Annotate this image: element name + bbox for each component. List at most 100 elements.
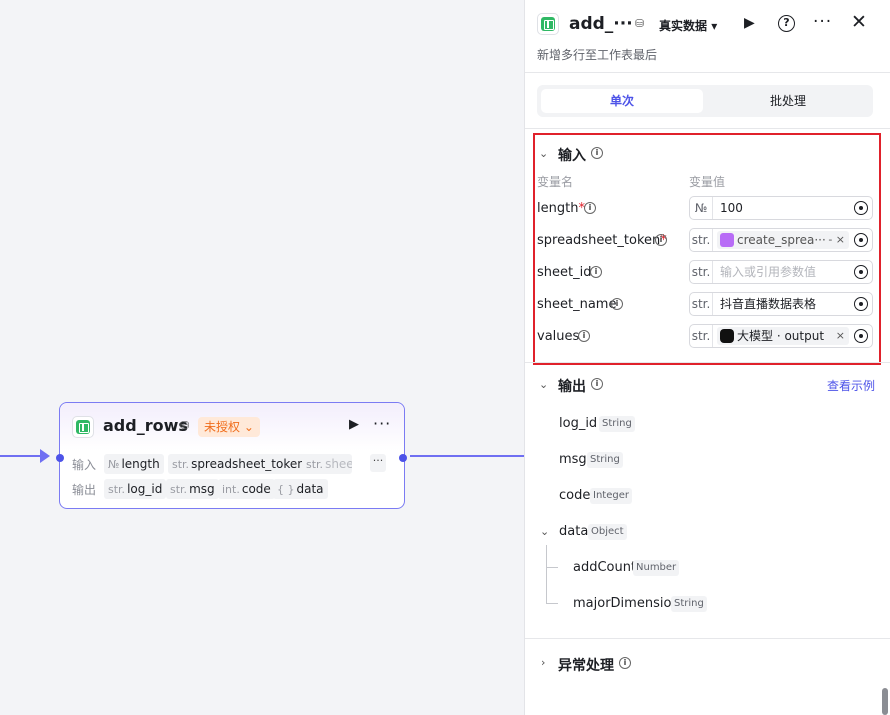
node-config-panel: add_··· ⛁ 真实数据 ▾ ▶ ? ··· ✕ 新增多行至工作表最后 单次…	[524, 0, 890, 715]
spreadsheet-app-icon	[72, 416, 94, 438]
panel-description: 新增多行至工作表最后	[537, 48, 658, 62]
node-output-chip: int.code	[218, 479, 275, 499]
node-more-icon[interactable]: ···	[373, 414, 392, 433]
info-icon[interactable]: i	[591, 147, 603, 159]
run-mode-tabs: 单次 批处理	[537, 85, 873, 117]
output-port[interactable]	[399, 454, 407, 462]
field-name-sheet-id: sheet_id	[537, 265, 592, 280]
close-icon[interactable]: ✕	[851, 11, 867, 33]
variable-reference-tag[interactable]: create_sprea··· - ×	[717, 231, 849, 249]
chevron-down-icon[interactable]: ⌄	[540, 525, 550, 538]
output-field-type: String	[599, 416, 635, 432]
output-field-type: Object	[588, 524, 627, 540]
run-node-icon[interactable]: ▶	[349, 417, 359, 432]
tab-single[interactable]: 单次	[541, 89, 703, 113]
input-divider	[525, 362, 890, 363]
info-icon[interactable]: i	[584, 202, 596, 214]
output-field-type: Integer	[590, 488, 632, 504]
field-value: 抖音直播数据表格	[720, 297, 817, 311]
incoming-edge	[0, 455, 48, 457]
clear-reference-icon[interactable]: - ×	[828, 233, 845, 246]
auth-status-badge[interactable]: 未授权 ⌄	[198, 417, 260, 437]
run-icon[interactable]: ▶	[744, 15, 755, 31]
chevron-down-icon[interactable]: ⌄	[539, 147, 549, 160]
view-example-link[interactable]: 查看示例	[827, 379, 876, 393]
node-input-chip: str.spreadsheet_token	[168, 454, 309, 474]
type-label: str.	[690, 229, 713, 251]
variable-ref-icon[interactable]	[854, 329, 868, 343]
create-spreadsheet-node-icon	[720, 233, 734, 247]
info-icon[interactable]: i	[578, 330, 590, 342]
length-input[interactable]: № 100	[689, 196, 873, 220]
exception-section-title[interactable]: 异常处理	[558, 658, 614, 674]
panel-title[interactable]: add_···	[569, 14, 633, 34]
tree-line	[546, 545, 547, 603]
type-label: str.	[690, 293, 713, 315]
help-icon[interactable]: ?	[778, 15, 795, 32]
node-input-label: 输入	[72, 458, 97, 472]
node-output-chip: str.log_id	[104, 479, 167, 499]
clear-reference-icon[interactable]: ×	[835, 329, 845, 342]
variable-reference-tag[interactable]: 大模型 · output ×	[717, 327, 849, 345]
variable-ref-icon[interactable]	[854, 201, 868, 215]
node-input-chip: str.sheet	[302, 454, 352, 474]
chevron-down-icon[interactable]: ⌄	[539, 378, 549, 391]
output-field-type: String	[671, 596, 707, 612]
type-label: №	[690, 197, 713, 219]
output-field-name: log_id	[559, 416, 598, 431]
output-field-type: Number	[633, 560, 680, 576]
output-field-type: String	[587, 452, 623, 468]
more-inputs-button[interactable]: ···	[370, 454, 386, 472]
column-header-value: 变量值	[689, 175, 726, 189]
input-section-title[interactable]: 输入	[558, 148, 586, 164]
header-divider	[525, 72, 890, 73]
output-field-name: addCount	[573, 560, 637, 575]
field-value: 100	[720, 201, 743, 215]
info-icon[interactable]: i	[655, 234, 667, 246]
output-divider	[525, 638, 890, 639]
sync-icon: ⛁	[635, 17, 645, 30]
field-name-values: values	[537, 329, 580, 344]
sheet-name-input[interactable]: str. 抖音直播数据表格	[689, 292, 873, 316]
input-section-highlight	[533, 133, 881, 365]
llm-node-icon	[720, 329, 734, 343]
column-header-name: 变量名	[537, 175, 574, 189]
output-section-title[interactable]: 输出	[558, 379, 586, 395]
info-icon[interactable]: i	[611, 298, 623, 310]
edge-arrow-icon	[40, 449, 50, 463]
outgoing-edge	[410, 455, 524, 457]
node-output-chip: str.msg	[166, 479, 219, 499]
tab-batch[interactable]: 批处理	[769, 94, 806, 108]
chevron-right-icon[interactable]: ›	[541, 656, 546, 669]
info-icon[interactable]: i	[590, 266, 602, 278]
output-field-name: msg	[559, 452, 587, 467]
info-icon[interactable]: i	[619, 657, 631, 669]
field-name-length: length*	[537, 201, 585, 216]
tree-line	[546, 567, 558, 568]
spreadsheet-app-icon	[537, 13, 559, 35]
spreadsheet-token-input[interactable]: str. create_sprea··· - ×	[689, 228, 873, 252]
more-icon[interactable]: ···	[813, 12, 833, 32]
input-port[interactable]	[55, 454, 64, 462]
sheet-id-input[interactable]: str. 输入或引用参数值	[689, 260, 873, 284]
tree-line	[546, 603, 558, 604]
values-input[interactable]: str. 大模型 · output ×	[689, 324, 873, 348]
field-placeholder: 输入或引用参数值	[720, 265, 817, 279]
data-mode-dropdown[interactable]: 真实数据 ▾	[659, 19, 718, 33]
variable-ref-icon[interactable]	[854, 233, 868, 247]
output-field-name: majorDimension	[573, 596, 680, 611]
info-icon[interactable]: i	[591, 378, 603, 390]
variable-ref-icon[interactable]	[854, 297, 868, 311]
node-output-label: 输出	[72, 483, 97, 497]
node-output-chip: { }data	[273, 479, 328, 499]
type-label: str.	[690, 261, 713, 283]
tabs-divider	[525, 128, 890, 129]
node-title: add_rows	[103, 416, 188, 435]
field-name-sheet-name: sheet_name	[537, 297, 617, 312]
panel-scrollbar[interactable]	[882, 688, 888, 715]
sync-icon: ⛁	[180, 419, 190, 432]
variable-ref-icon[interactable]	[854, 265, 868, 279]
